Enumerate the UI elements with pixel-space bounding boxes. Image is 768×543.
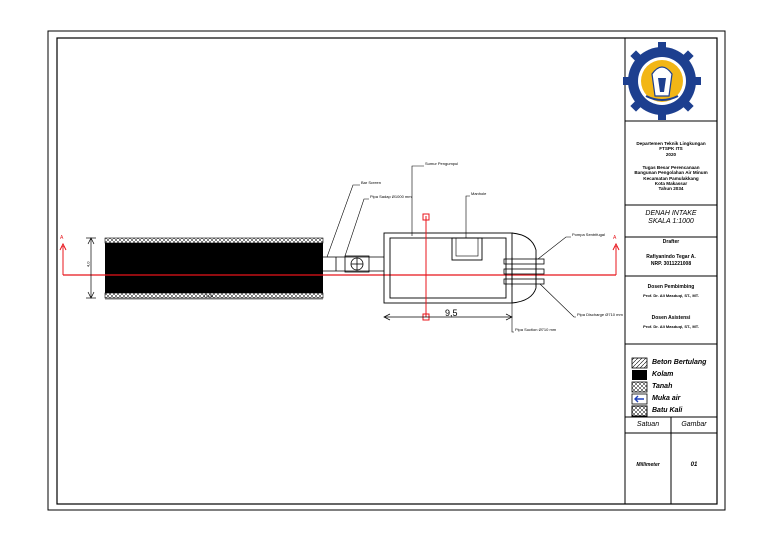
project-line: Bangunan Pengolahan Air Minum [634,170,708,176]
centrifugal-pumps [503,257,545,287]
channel-basin [104,237,324,299]
callout-pompa-sentrifugal: Pompa Sentrifugal [572,232,605,237]
project-line: Tahun 2034 [658,186,684,192]
dosen-pembimbing-name: Prof. Dr. Ali Masduqi, ST., MT. [643,293,699,298]
project-line: Kota Makassar [654,180,688,186]
callout-pipa-sadap: Pipa Sadap Ø1000 mm [370,194,412,199]
leader-lines [326,165,576,333]
institution-line: Departemen Teknik Lingkungan [636,141,706,146]
legend-symbol-solid [632,370,647,380]
manhole-marker [422,213,430,321]
inner-border [56,37,718,505]
legend-label-stone: Batu Kali [652,407,683,414]
drafter-name: Rafiyanindo Tegar A. [646,254,696,260]
institution-line: 2020 [665,151,677,157]
dosen-asistensi-name: Prof. Dr. Ali Masduqi, ST., MT. [643,324,699,329]
collector-well [383,232,537,304]
callout-bar-screen: Bar Screen [361,180,382,185]
drafter-heading: Drafter [662,239,680,245]
channel-depth-label: 4,0 [85,261,91,268]
bar-screen-symbol [344,255,370,273]
gambar-heading: Gambar [681,421,707,428]
drafter-nrp: NRP. 3011221008 [650,261,692,267]
institution-block: Departemen Teknik Lingkungan FTSPK ITS 2… [626,141,716,157]
drawing-title-line: SKALA 1:1000 [648,218,694,226]
project-line: Kecamatan Pamulakkang [643,175,699,181]
legend-symbol-water [631,393,648,405]
satuan-heading: Satuan [636,421,660,428]
channel-depth-dimension [86,237,96,299]
callout-sumur-pengumpul: Sumur Pengumpul [425,161,459,166]
callout-manhole: Manhole [471,191,487,196]
section-mark-left: A [60,235,64,241]
drawing-title-line: DENAH INTAKE [645,210,697,217]
its-logo [623,42,701,120]
title-block-frame [624,38,717,504]
gambar-value: 01 [690,462,698,468]
legend-label-solid: Kolam [652,371,674,378]
legend-label-soil: Tanah [652,383,673,390]
callout-pipa-discharge: Pipa Discharge Ø710 mm [577,312,623,317]
dosen-pembimbing-heading: Dosen Pembimbing [647,284,695,290]
callout-pipa-suction: Pipa Suction Ø710 mm [515,327,557,332]
section-mark-right: A [613,235,617,241]
project-block: Tugas Besar Perencanaan Bangunan Pengola… [626,165,716,191]
legend-symbol-stone [631,405,648,417]
outer-border [47,30,726,511]
legend-symbol-concrete [631,357,648,369]
drawing-title: DENAH INTAKE SKALA 1:1000 [626,210,716,226]
dosen-asistensi-heading: Dosen Asistensi [651,315,691,321]
project-line: Tugas Besar Perencanaan [642,165,700,170]
width-dimension-label: 9,5 [445,308,458,318]
satuan-value: Millimeter [636,462,660,468]
legend-symbol-soil [631,381,648,393]
channel-length-label: 17,00 [203,293,214,298]
institution-line: FTSPK ITS [659,146,683,152]
intake-pipe [323,256,384,272]
legend-label-concrete: Beton Bertulang [652,359,707,366]
legend-label-water: Muka air [652,395,681,402]
legend-symbols [631,357,648,417]
